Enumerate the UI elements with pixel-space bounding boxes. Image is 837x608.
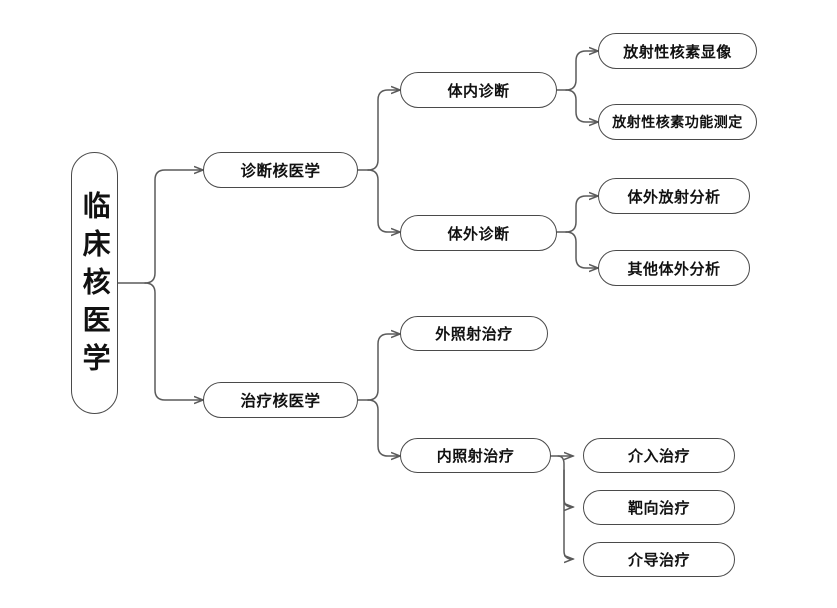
node-in-vitro-diagnosis[interactable]: 体外诊断: [400, 215, 557, 251]
edge-diagnostic-to-invivo: [367, 90, 400, 171]
node-targeted-therapy[interactable]: 靶向治疗: [583, 490, 735, 525]
node-other-in-vitro-analysis-label: 其他体外分析: [627, 259, 721, 278]
node-internal-radiation-therapy-label: 内照射治疗: [436, 447, 515, 465]
node-interventional-therapy[interactable]: 介入治疗: [583, 438, 735, 473]
node-radionuclide-function-test-label: 放射性核素功能测定: [612, 115, 743, 131]
node-in-vitro-radioassay[interactable]: 体外放射分析: [598, 178, 750, 214]
node-radionuclide-imaging-label: 放射性核素显像: [623, 42, 732, 61]
node-internal-radiation-therapy[interactable]: 内照射治疗: [400, 438, 551, 473]
node-in-vitro-diagnosis-label: 体外诊断: [447, 224, 510, 243]
node-in-vitro-radioassay-label: 体外放射分析: [627, 187, 721, 206]
node-therapeutic-nuclear-medicine-label: 治疗核医学: [240, 392, 321, 410]
node-guided-therapy[interactable]: 介导治疗: [583, 542, 735, 577]
node-root[interactable]: 临床核医学: [71, 152, 118, 414]
node-diagnostic-nuclear-medicine[interactable]: 诊断核医学: [203, 152, 358, 188]
node-external-radiation-therapy-label: 外照射治疗: [435, 325, 513, 343]
edge-invivo-to-function: [565, 89, 598, 122]
node-in-vivo-diagnosis[interactable]: 体内诊断: [400, 72, 557, 108]
edge-therapeutic-to-internal: [367, 399, 400, 456]
edge-invitro-to-radioassay: [565, 196, 598, 233]
node-root-label: 临床核医学: [78, 191, 112, 381]
node-interventional-therapy-label: 介入治疗: [627, 447, 690, 465]
node-other-in-vitro-analysis[interactable]: 其他体外分析: [598, 250, 750, 286]
node-guided-therapy-label: 介导治疗: [627, 551, 690, 569]
edge-therapeutic-to-external: [367, 334, 400, 401]
edge-invivo-to-imaging: [565, 51, 598, 91]
edge-invitro-to-other: [565, 231, 598, 268]
node-targeted-therapy-label: 靶向治疗: [627, 499, 690, 517]
edge-root-to-therapeutic: [144, 282, 203, 400]
node-radionuclide-function-test[interactable]: 放射性核素功能测定: [598, 104, 757, 140]
node-diagnostic-nuclear-medicine-label: 诊断核医学: [240, 162, 321, 180]
node-radionuclide-imaging[interactable]: 放射性核素显像: [598, 33, 757, 69]
edge-diagnostic-to-invitro: [367, 169, 400, 232]
edge-internal-to-targeted: [557, 455, 573, 507]
edge-root-to-diagnostic: [144, 170, 203, 284]
node-therapeutic-nuclear-medicine[interactable]: 治疗核医学: [203, 382, 358, 418]
node-external-radiation-therapy[interactable]: 外照射治疗: [400, 316, 548, 351]
edge-internal-to-guided: [563, 469, 573, 559]
node-in-vivo-diagnosis-label: 体内诊断: [447, 81, 510, 100]
